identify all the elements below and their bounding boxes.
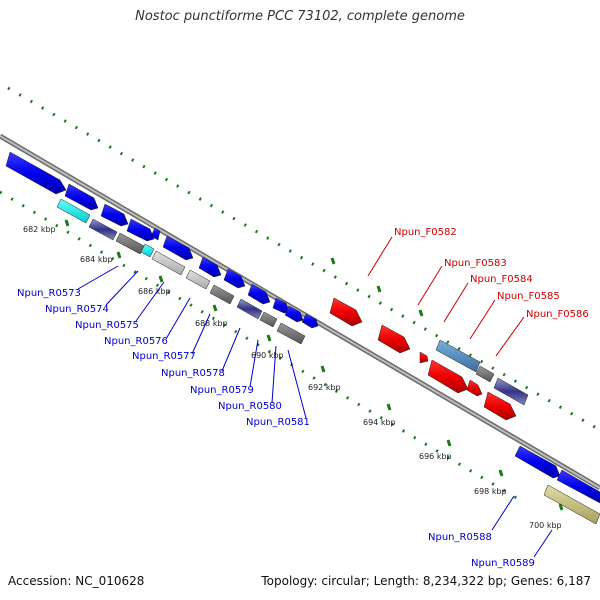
- gene-label-r0573[interactable]: Npun_R0573: [17, 288, 81, 299]
- gene-label-r0575[interactable]: Npun_R0575: [75, 320, 139, 331]
- kbp-label: 696 kbp: [419, 452, 452, 461]
- gene-r-blue[interactable]: [247, 283, 271, 305]
- gene-r-blue[interactable]: [64, 183, 99, 211]
- forward-gene-labels: Npun_F0582 Npun_F0583 Npun_F0584 Npun_F0…: [394, 227, 589, 320]
- gene-r-blue[interactable]: [162, 235, 194, 261]
- gene-r-blue[interactable]: [301, 313, 319, 329]
- gene-label-r0588[interactable]: Npun_R0588: [428, 532, 492, 543]
- gene-r-navy[interactable]: [88, 218, 118, 241]
- gene-r-cyan[interactable]: [140, 243, 155, 258]
- gene-f-steel[interactable]: [435, 339, 481, 373]
- gene-r-blue[interactable]: [284, 305, 304, 323]
- gene-r-grey[interactable]: [209, 284, 235, 305]
- gene-f-navy[interactable]: [493, 377, 529, 406]
- kbp-labels: 682 kbp 684 kbp 686 kbp 688 kbp 690 kbp …: [23, 225, 562, 530]
- reverse-leader-lines: [77, 265, 553, 558]
- gene-label-r0581[interactable]: Npun_R0581: [246, 417, 310, 428]
- gene-label-f0582[interactable]: Npun_F0582: [394, 227, 457, 238]
- kbp-label: 684 kbp: [80, 255, 113, 264]
- forward-leader-lines: [367, 236, 525, 357]
- gene-f-red[interactable]: [427, 359, 469, 394]
- gene-label-f0586[interactable]: Npun_F0586: [526, 309, 589, 320]
- gene-f-grey[interactable]: [475, 365, 495, 383]
- gene-label-r0574[interactable]: Npun_R0574: [45, 304, 109, 315]
- gene-label-r0578[interactable]: Npun_R0578: [161, 368, 225, 379]
- gene-label-r0580[interactable]: Npun_R0580: [218, 401, 282, 412]
- gene-r-blue[interactable]: [5, 151, 67, 195]
- gene-r-grey[interactable]: [115, 232, 145, 255]
- gene-r-khaki[interactable]: [543, 484, 600, 525]
- gene-label-r0589[interactable]: Npun_R0589: [471, 558, 535, 569]
- gene-r-light[interactable]: [185, 269, 211, 290]
- gene-f-red[interactable]: [377, 324, 411, 354]
- gene-r-blue[interactable]: [100, 203, 129, 227]
- gene-r-blue[interactable]: [272, 297, 290, 314]
- kbp-label: 698 kbp: [474, 487, 507, 496]
- gene-r-grey[interactable]: [276, 322, 306, 345]
- kbp-label: 686 kbp: [138, 287, 171, 296]
- accession-text: Accession: NC_010628: [8, 574, 145, 588]
- kbp-label: 694 kbp: [363, 418, 396, 427]
- topology-text: Topology: circular; Length: 8,234,322 bp…: [261, 574, 591, 588]
- gene-label-r0577[interactable]: Npun_R0577: [132, 351, 196, 362]
- kbp-label: 688 kbp: [195, 319, 228, 328]
- reverse-genes: [5, 151, 600, 525]
- gene-label-f0585[interactable]: Npun_F0585: [497, 291, 560, 302]
- kbp-label: 690 kbp: [251, 351, 284, 360]
- gene-r-light[interactable]: [151, 250, 186, 276]
- gene-label-f0584[interactable]: Npun_F0584: [470, 274, 533, 285]
- gene-f-red[interactable]: [419, 351, 429, 364]
- gene-r-blue[interactable]: [223, 268, 246, 289]
- gene-r-navy[interactable]: [236, 298, 263, 320]
- gene-r-grey[interactable]: [259, 311, 278, 328]
- gene-f-red[interactable]: [329, 297, 363, 327]
- gene-label-r0576[interactable]: Npun_R0576: [104, 336, 168, 347]
- gene-r-blue[interactable]: [514, 445, 561, 479]
- kbp-label: 700 kbp: [529, 521, 562, 530]
- gene-f-red[interactable]: [466, 379, 483, 397]
- gene-r-blue[interactable]: [198, 256, 222, 278]
- gene-r-cyan[interactable]: [56, 198, 91, 224]
- gene-r-blue[interactable]: [556, 469, 600, 504]
- major-ticks: [64, 219, 564, 511]
- gene-label-f0583[interactable]: Npun_F0583: [444, 258, 507, 269]
- gene-r-blue[interactable]: [126, 218, 155, 242]
- forward-genes: [329, 297, 529, 421]
- gene-r-blue[interactable]: [150, 227, 161, 241]
- map-title: Nostoc punctiforme PCC 73102, complete g…: [135, 9, 465, 24]
- gene-label-r0579[interactable]: Npun_R0579: [190, 385, 254, 396]
- reverse-gene-labels: Npun_R0573 Npun_R0574 Npun_R0575 Npun_R0…: [17, 288, 535, 569]
- kbp-label: 682 kbp: [23, 225, 56, 234]
- gene-f-red[interactable]: [483, 391, 517, 421]
- kbp-label: 692 kbp: [308, 383, 341, 392]
